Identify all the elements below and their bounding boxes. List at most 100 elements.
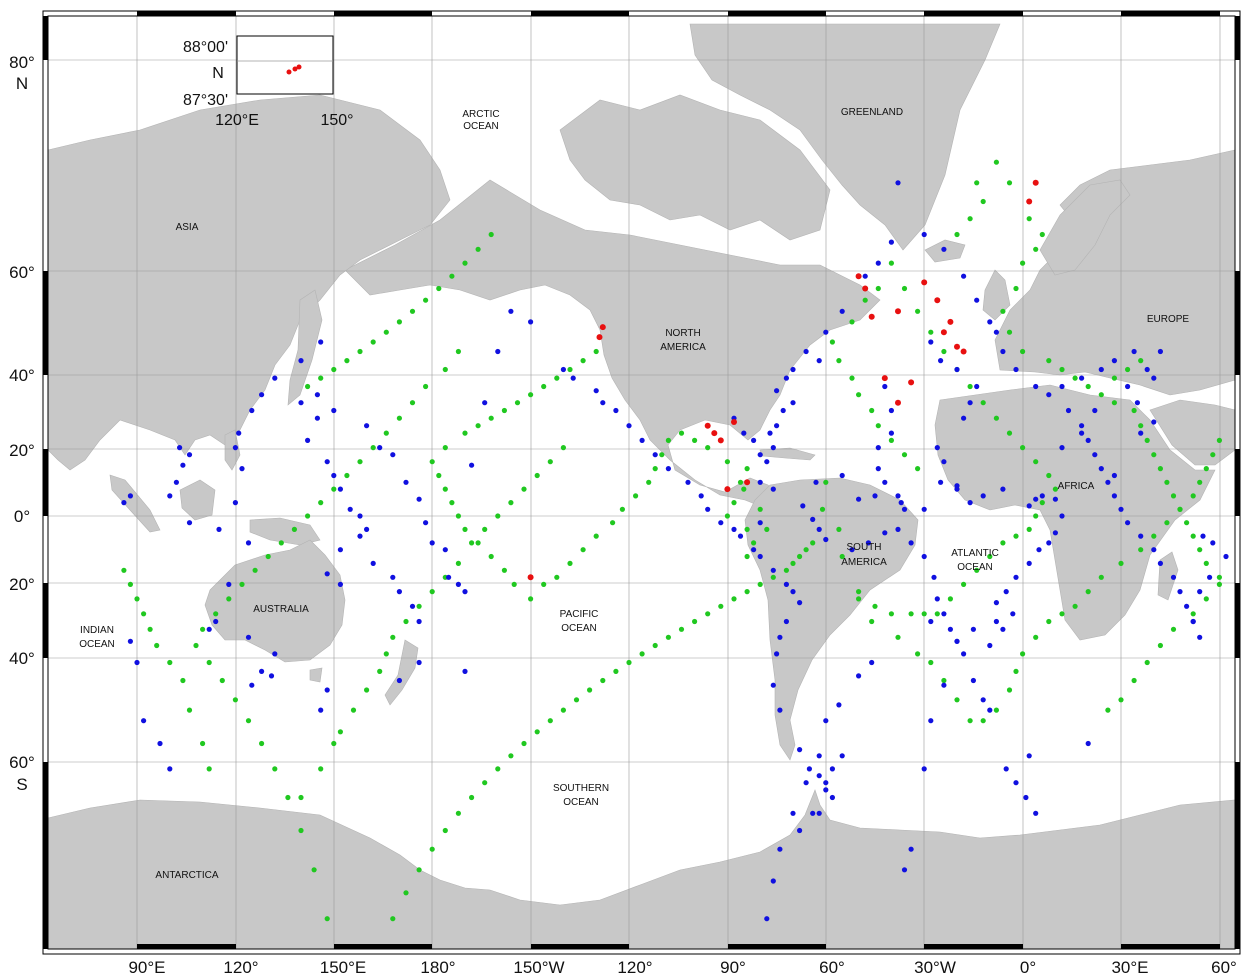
site-marker-blue	[1085, 740, 1091, 747]
site-marker-green	[305, 383, 311, 390]
site-marker-green	[1157, 466, 1163, 472]
site-marker-green	[770, 574, 776, 580]
site-marker-green	[357, 348, 363, 355]
site-marker-green	[783, 567, 790, 573]
site-marker-green	[1203, 466, 1209, 472]
site-marker-blue	[770, 486, 776, 492]
site-marker-blue	[1013, 366, 1019, 373]
site-marker-green	[1164, 520, 1170, 526]
site-marker-blue	[396, 589, 402, 595]
land-madagascar	[1157, 551, 1179, 601]
site-marker-green	[1138, 423, 1144, 429]
site-marker-blue	[921, 553, 927, 560]
site-marker-blue	[941, 611, 947, 617]
site-marker-green	[856, 596, 862, 602]
site-marker-green	[200, 626, 206, 632]
site-marker-blue	[993, 600, 1000, 606]
site-marker-green	[744, 466, 750, 472]
site-marker-green	[462, 260, 468, 266]
site-marker-green	[331, 366, 337, 373]
frame-bar	[728, 944, 826, 949]
site-marker-green	[495, 766, 501, 772]
site-marker-green	[1026, 216, 1032, 222]
site-marker-green	[344, 472, 350, 479]
site-marker-blue	[1085, 437, 1091, 443]
site-marker-green	[744, 553, 750, 560]
site-marker-green	[469, 540, 475, 546]
site-marker-green	[554, 375, 560, 381]
site-marker-green	[1006, 329, 1013, 335]
site-marker-blue	[1157, 560, 1163, 567]
site-marker-green	[1013, 285, 1019, 292]
site-marker-green	[980, 198, 986, 205]
site-marker-blue	[396, 677, 402, 684]
site-marker-blue	[967, 400, 973, 406]
site-marker-green	[1013, 533, 1019, 539]
site-marker-blue	[347, 506, 353, 512]
site-marker-green	[272, 766, 278, 772]
site-marker-green	[357, 459, 363, 465]
site-marker-green	[154, 642, 160, 649]
site-marker-red	[527, 574, 534, 581]
site-marker-green	[200, 740, 206, 747]
frame-bar	[137, 11, 236, 16]
site-marker-red	[921, 279, 928, 286]
site-marker-green	[819, 506, 826, 512]
frame-bar	[728, 11, 826, 16]
site-marker-green	[678, 626, 685, 632]
site-marker-green	[1033, 634, 1039, 640]
site-marker-blue	[901, 867, 908, 873]
site-marker-blue	[1092, 407, 1098, 414]
lon-label-90w: 90°	[720, 958, 746, 977]
site-marker-blue	[941, 682, 947, 688]
site-marker-green	[278, 540, 284, 546]
site-marker-green	[567, 366, 573, 373]
site-marker-blue	[757, 452, 763, 458]
site-marker-blue	[429, 540, 435, 546]
site-marker-green	[1020, 260, 1026, 266]
lat-label-n: N	[16, 74, 28, 93]
site-marker-green	[593, 348, 599, 355]
frame-bar	[1121, 944, 1220, 949]
land-british-isles	[982, 269, 1011, 321]
site-marker-blue	[442, 547, 448, 553]
site-marker-green	[856, 589, 862, 595]
site-marker-blue	[1059, 383, 1065, 390]
site-marker-blue	[167, 766, 173, 772]
site-marker-blue	[1197, 634, 1203, 640]
site-marker-green	[560, 707, 567, 713]
site-marker-blue	[1125, 520, 1131, 526]
site-marker-blue	[377, 445, 383, 451]
site-marker-green	[1111, 400, 1117, 406]
site-marker-blue	[177, 445, 183, 451]
site-marker-blue	[157, 740, 163, 747]
site-marker-blue	[823, 329, 829, 335]
site-marker-green	[797, 553, 803, 560]
site-marker-blue	[324, 571, 330, 577]
site-marker-blue	[980, 697, 986, 703]
site-marker-green	[370, 339, 376, 345]
site-marker-green	[1033, 513, 1039, 519]
site-marker-green	[573, 697, 580, 703]
lon-label-180: 180°	[420, 958, 455, 977]
site-marker-green	[692, 437, 698, 443]
landmasses	[47, 23, 1236, 950]
lat-label-40s: 40°	[9, 649, 35, 668]
site-marker-blue	[839, 308, 845, 314]
site-marker-green	[1105, 707, 1111, 713]
site-marker-blue	[987, 319, 993, 325]
site-marker-red	[895, 399, 901, 406]
site-marker-green	[528, 392, 534, 398]
site-marker-green	[1190, 611, 1196, 617]
frame-bar	[924, 11, 1023, 16]
site-marker-blue	[665, 466, 672, 472]
frame-bar	[531, 944, 629, 949]
site-marker-blue	[249, 682, 255, 688]
site-marker-green	[390, 634, 396, 640]
label-europe: EUROPE	[1147, 314, 1190, 325]
site-marker-blue	[1207, 574, 1213, 580]
site-marker-green	[364, 687, 370, 693]
site-marker-blue	[600, 400, 606, 406]
